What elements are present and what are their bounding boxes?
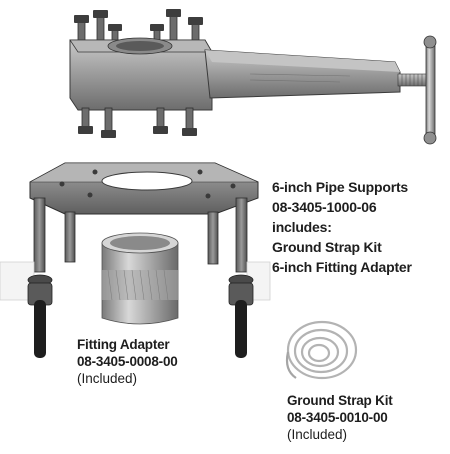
pipe-support-stand <box>0 162 271 358</box>
fitting-adapter-image <box>101 232 179 325</box>
pipe-supports-includes-label: includes: <box>272 219 332 235</box>
included-item: Ground Strap Kit <box>272 239 382 255</box>
ground-strap-kit-part-number: 08-3405-0010-00 <box>287 410 388 425</box>
fitting-adapter-note: (Included) <box>77 371 138 386</box>
fitting-adapter-part-number: 08-3405-0008-00 <box>77 354 178 369</box>
ground-strap-coil-image <box>285 320 358 380</box>
ground-strap-kit-note: (Included) <box>287 427 348 442</box>
fitting-adapter-label: Fitting Adapter 08-3405-0008-00 (Include… <box>77 336 178 387</box>
ground-strap-kit-name: Ground Strap Kit <box>287 393 393 408</box>
pipe-supports-part-number: 08-3405-1000-06 <box>272 199 377 215</box>
pipe-supports-label: 6-inch Pipe Supports 08-3405-1000-06 inc… <box>272 177 412 277</box>
fitting-adapter-name: Fitting Adapter <box>77 337 170 352</box>
ground-strap-kit-label: Ground Strap Kit 08-3405-0010-00 (Includ… <box>287 392 393 443</box>
included-item: 6-inch Fitting Adapter <box>272 259 412 275</box>
pipe-supports-title: 6-inch Pipe Supports <box>272 179 409 195</box>
pipe-clamp-machine <box>69 9 437 145</box>
